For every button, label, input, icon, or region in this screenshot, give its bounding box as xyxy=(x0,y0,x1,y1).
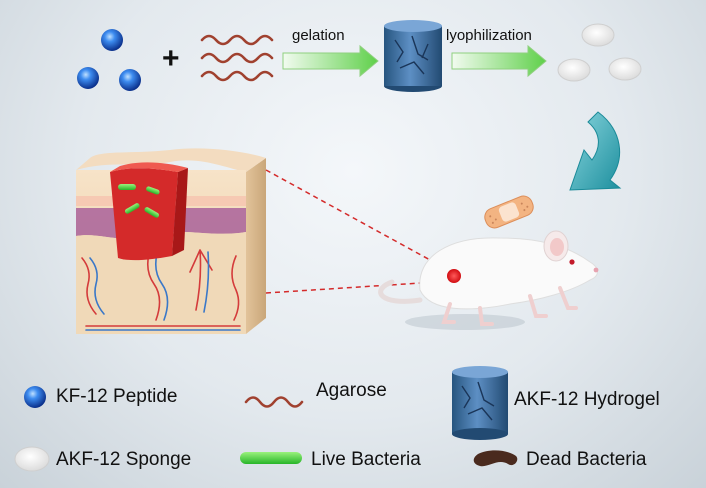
live-bacteria-icon xyxy=(144,207,160,218)
hydrogel-cylinder-icon xyxy=(384,20,442,92)
rat-illustration xyxy=(378,195,599,330)
infection-site-marker xyxy=(447,269,461,283)
legend-dead-label: Dead Bacteria xyxy=(526,449,647,470)
legend-peptide-label: KF-12 Peptide xyxy=(56,386,178,407)
gelation-label: gelation xyxy=(292,27,345,44)
peptide-spheres xyxy=(77,29,141,91)
legend-live-label: Live Bacteria xyxy=(311,449,421,470)
legend-hydrogel-cylinder-icon xyxy=(452,366,508,440)
live-bacteria-icon xyxy=(146,186,160,195)
curved-application-arrow-icon xyxy=(569,111,622,191)
lyophilization-arrow-icon xyxy=(451,44,547,78)
legend-sponge-label: AKF-12 Sponge xyxy=(56,449,192,470)
agarose-wave-icon xyxy=(200,34,274,46)
peptide-sphere-icon xyxy=(77,67,99,89)
peptide-sphere-icon xyxy=(101,29,123,51)
legend-live-bacteria-icon xyxy=(240,452,302,464)
agarose-wave-icon xyxy=(200,52,274,64)
skin-tissue-block xyxy=(76,148,266,334)
peptide-sphere-icon xyxy=(119,69,141,91)
agarose-strands xyxy=(200,34,274,82)
legend-agarose-wave-icon xyxy=(244,396,304,408)
agarose-wave-icon xyxy=(200,70,274,82)
plus-sign: + xyxy=(162,42,180,75)
legend-sponge-disc-icon xyxy=(14,446,50,472)
gelation-arrow-icon xyxy=(282,44,379,78)
connector-line-top xyxy=(265,169,453,273)
legend-dead-bacteria-icon xyxy=(473,450,518,467)
sponge-discs xyxy=(557,23,642,82)
live-bacteria-icon xyxy=(124,203,140,214)
legend-hydrogel-label: AKF-12 Hydrogel xyxy=(514,389,660,410)
sponge-disc-icon xyxy=(608,57,642,81)
bandage-icon xyxy=(484,195,534,229)
live-bacteria-icon xyxy=(118,184,136,190)
legend-peptide-sphere-icon xyxy=(24,386,46,408)
legend-agarose-label: Agarose xyxy=(316,380,387,401)
lyophilization-label: lyophilization xyxy=(446,27,532,44)
sponge-disc-icon xyxy=(581,23,615,47)
sponge-disc-icon xyxy=(557,58,591,82)
